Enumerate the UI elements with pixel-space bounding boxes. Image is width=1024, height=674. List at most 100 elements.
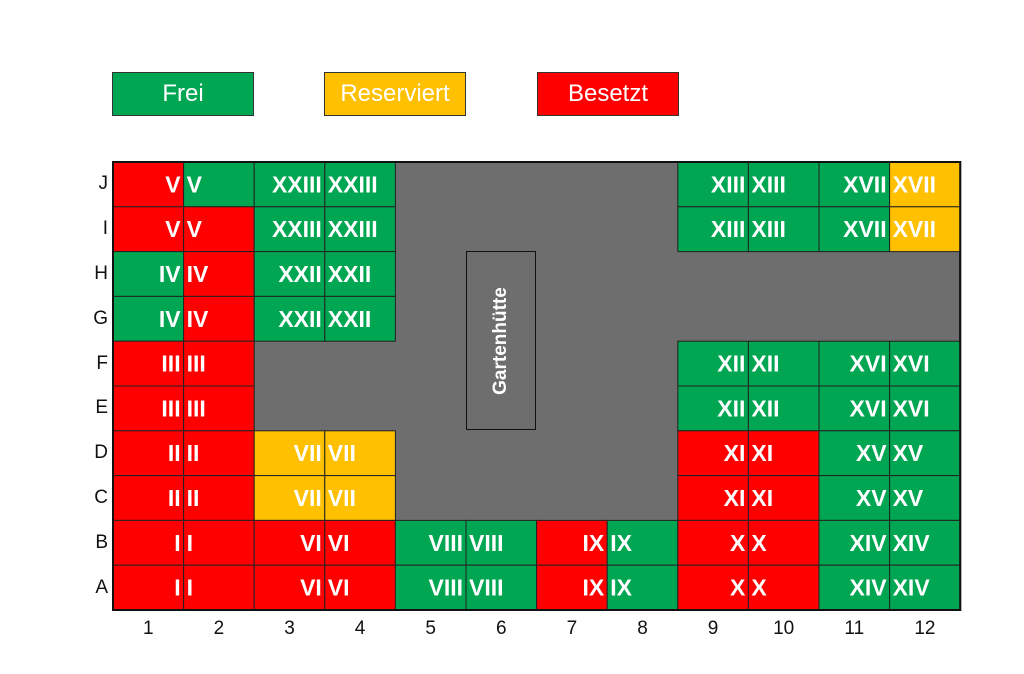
plot-cell-E1[interactable]: [112, 385, 185, 432]
column-label-8: 8: [637, 618, 648, 639]
plot-cell-F10[interactable]: [747, 340, 820, 387]
plot-label-C9: XI: [724, 485, 746, 511]
plot-cell-E2[interactable]: [183, 385, 255, 432]
plot-cell-F12[interactable]: [889, 340, 961, 387]
plot-cell-F11[interactable]: [818, 340, 891, 387]
plot-label-A2: I: [187, 575, 193, 601]
plot-cell-I3[interactable]: [253, 206, 326, 253]
plot-cell-F2[interactable]: [183, 340, 255, 387]
plot-cell-A12[interactable]: [889, 564, 961, 611]
plot-cell-G2[interactable]: [183, 295, 255, 342]
row-label-A: A: [95, 576, 108, 598]
plot-label-B10: X: [751, 530, 767, 556]
plot-cell-B4[interactable]: [324, 519, 396, 566]
plot-cell-D12[interactable]: [889, 430, 961, 477]
plot-cell-I11[interactable]: [818, 206, 891, 253]
plot-cell-B8[interactable]: [606, 519, 679, 566]
plot-label-D3: VII: [294, 440, 322, 466]
plot-label-D12: XV: [893, 440, 924, 466]
plot-label-C1: II: [168, 485, 181, 511]
plot-label-D4: VII: [328, 440, 356, 466]
plot-cell-H1[interactable]: [112, 251, 185, 297]
plot-label-E10: XII: [751, 395, 779, 421]
plot-label-I1: V: [165, 216, 181, 242]
plot-cell-D11[interactable]: [818, 430, 891, 477]
plot-cell-G3[interactable]: [253, 295, 326, 342]
plot-label-A11: XIV: [850, 575, 888, 601]
plot-label-I11: XVII: [843, 216, 886, 242]
plot-label-A4: VI: [328, 575, 350, 601]
plot-cell-H3[interactable]: [253, 251, 326, 297]
plot-cell-I1[interactable]: [112, 206, 185, 253]
plot-label-I12: XVII: [893, 216, 936, 242]
row-label-B: B: [95, 531, 108, 553]
plot-cell-C10[interactable]: [747, 475, 820, 521]
plot-cell-J3[interactable]: [253, 161, 326, 208]
plot-cell-I12[interactable]: [889, 206, 961, 253]
plot-label-G3: XXII: [278, 306, 321, 332]
plot-cell-D2[interactable]: [183, 430, 255, 477]
plot-label-D10: XI: [751, 440, 773, 466]
plot-cell-C4[interactable]: [324, 475, 396, 521]
plot-cell-A5[interactable]: [394, 564, 467, 611]
plot-cell-C9[interactable]: [677, 475, 749, 521]
row-label-F: F: [96, 352, 108, 374]
legend-free: Frei: [112, 72, 254, 116]
plot-cell-I10[interactable]: [747, 206, 820, 253]
plot-cell-H4[interactable]: [324, 251, 396, 297]
plot-cell-I4[interactable]: [324, 206, 396, 253]
plot-cell-A8[interactable]: [606, 564, 679, 611]
plot-cell-B11[interactable]: [818, 519, 891, 566]
plot-cell-E12[interactable]: [889, 385, 961, 432]
plot-label-F12: XVI: [893, 351, 930, 377]
plot-cell-G4[interactable]: [324, 295, 396, 342]
row-label-G: G: [93, 307, 108, 329]
plot-cell-I9[interactable]: [677, 206, 749, 253]
plot-label-E2: III: [187, 395, 206, 421]
plot-cell-A4[interactable]: [324, 564, 396, 611]
plot-label-E1: III: [161, 395, 180, 421]
garden-shed: Gartenhütte: [466, 251, 536, 430]
plot-cell-E10[interactable]: [747, 385, 820, 432]
plot-cell-C2[interactable]: [183, 475, 255, 521]
plot-cell-J12[interactable]: [889, 161, 961, 208]
plot-cell-A9[interactable]: [677, 564, 749, 611]
plot-label-B3: VI: [300, 530, 322, 556]
garden-shed-label: Gartenhütte: [490, 286, 511, 395]
plot-cell-B7[interactable]: [536, 519, 608, 566]
plot-label-J3: XXIII: [272, 171, 322, 197]
plot-cell-J9[interactable]: [677, 161, 749, 208]
plot-cell-A3[interactable]: [253, 564, 326, 611]
plot-cell-E9[interactable]: [677, 385, 749, 432]
plot-cell-F9[interactable]: [677, 340, 749, 387]
plot-label-H4: XXII: [328, 261, 371, 287]
plot-cell-B5[interactable]: [394, 519, 467, 566]
plot-label-A9: X: [730, 575, 746, 601]
plot-cell-A2[interactable]: [183, 564, 255, 611]
plot-cell-B1[interactable]: [112, 519, 185, 566]
plot-label-E9: XII: [717, 395, 745, 421]
plot-cell-J11[interactable]: [818, 161, 891, 208]
column-label-10: 10: [773, 618, 795, 639]
plot-cell-A1[interactable]: [112, 564, 185, 611]
plot-cell-C11[interactable]: [818, 475, 891, 521]
row-label-E: E: [95, 397, 108, 419]
map-frame: [112, 161, 962, 611]
plot-label-C10: XI: [751, 485, 773, 511]
column-label-5: 5: [425, 618, 436, 639]
plot-cell-A6[interactable]: [465, 564, 538, 611]
plot-cell-A11[interactable]: [818, 564, 891, 611]
plot-cell-D4[interactable]: [324, 430, 396, 477]
column-label-1: 1: [143, 618, 154, 639]
plot-cell-B9[interactable]: [677, 519, 749, 566]
plot-label-J9: XIII: [711, 171, 746, 197]
plot-cell-A10[interactable]: [747, 564, 820, 611]
plot-cell-E11[interactable]: [818, 385, 891, 432]
plot-cell-J4[interactable]: [324, 161, 396, 208]
plot-label-I4: XXIII: [328, 216, 378, 242]
plot-cell-B2[interactable]: [183, 519, 255, 566]
plot-label-A8: IX: [610, 575, 632, 601]
plot-label-J12: XVII: [893, 171, 936, 197]
column-label-6: 6: [496, 618, 507, 639]
